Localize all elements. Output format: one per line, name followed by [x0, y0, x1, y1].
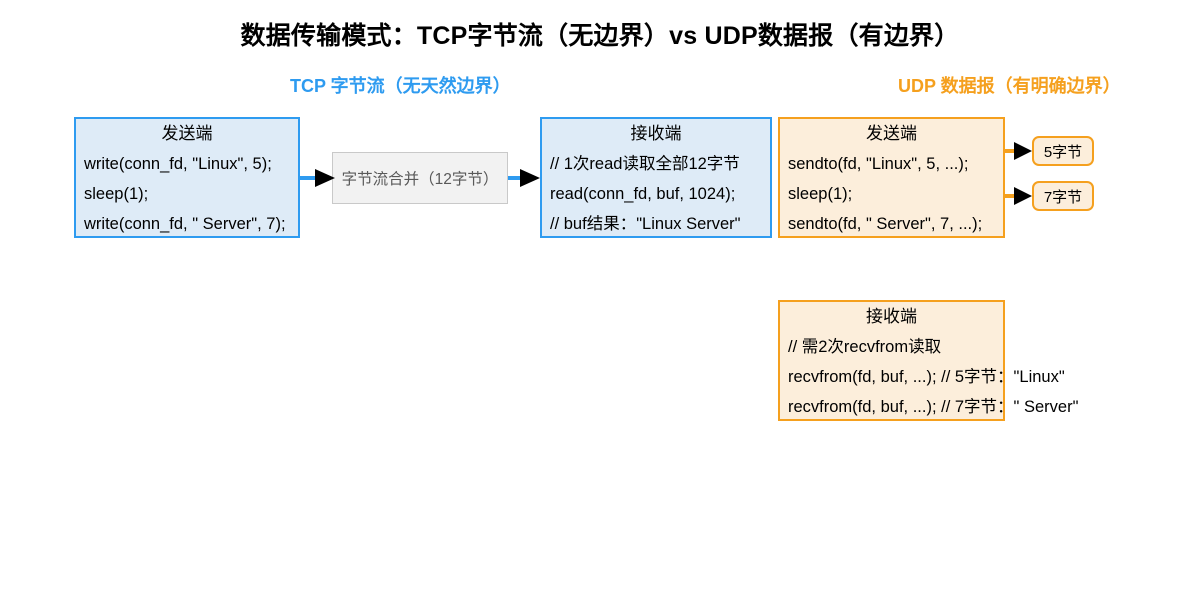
udp-receiver-line-3: recvfrom(fd, buf, ...); // 7字节：" Server"	[788, 398, 1079, 416]
udp-sender-line-2: sleep(1);	[788, 185, 853, 203]
tcp-sender-line-2: sleep(1);	[84, 185, 149, 203]
tcp-receiver-line-1: // 1次read读取全部12字节	[550, 155, 740, 173]
tcp-receiver-title: 接收端	[630, 124, 682, 143]
udp-datagram-5-bytes-label: 5字节	[1043, 143, 1083, 161]
tcp-sender-box: 发送端 write(conn_fd, "Linux", 5); sleep(1)…	[74, 117, 300, 238]
tcp-sender-line-3: write(conn_fd, " Server", 7);	[84, 215, 286, 233]
udp-sender-code: sendto(fd, "Linux", 5, ...); sleep(1); s…	[780, 149, 1003, 239]
tcp-sender-code: write(conn_fd, "Linux", 5); sleep(1); wr…	[76, 149, 298, 239]
arrow-udp-sender-to-datagram-2	[1005, 187, 1032, 205]
udp-receiver-line-1: // 需2次recvfrom读取	[788, 338, 942, 356]
udp-receiver-line-2: recvfrom(fd, buf, ...); // 5字节："Linux"	[788, 368, 1065, 386]
udp-sender-box: 发送端 sendto(fd, "Linux", 5, ...); sleep(1…	[778, 117, 1005, 238]
section-header-udp: UDP 数据报（有明确边界）	[898, 76, 1121, 96]
arrow-udp-sender-to-datagram-1	[1005, 142, 1032, 160]
arrow-merge-to-tcp-receiver	[508, 169, 540, 187]
arrow-tcp-sender-to-merge	[300, 169, 335, 187]
udp-sender-line-3: sendto(fd, " Server", 7, ...);	[788, 215, 983, 233]
udp-receiver-code: // 需2次recvfrom读取 recvfrom(fd, buf, ...);…	[780, 332, 1079, 422]
udp-receiver-box: 接收端 // 需2次recvfrom读取 recvfrom(fd, buf, .…	[778, 300, 1079, 422]
tcp-receiver-code: // 1次read读取全部12字节 read(conn_fd, buf, 102…	[542, 149, 770, 239]
byte-stream-merge-label: 字节流合并（12字节）	[341, 171, 499, 188]
udp-datagram-7-bytes: 7字节	[1032, 181, 1094, 211]
tcp-receiver-box: 接收端 // 1次read读取全部12字节 read(conn_fd, buf,…	[540, 117, 772, 238]
tcp-sender-title: 发送端	[161, 124, 213, 143]
udp-sender-title: 发送端	[866, 124, 917, 143]
page-title: 数据传输模式：TCP字节流（无边界）vs UDP数据报（有边界）	[240, 22, 960, 50]
udp-sender-line-1: sendto(fd, "Linux", 5, ...);	[788, 155, 969, 173]
udp-receiver-title: 接收端	[866, 307, 917, 326]
udp-datagram-7-bytes-label: 7字节	[1043, 188, 1083, 206]
udp-datagram-5-bytes: 5字节	[1032, 136, 1094, 166]
tcp-receiver-line-3: // buf结果："Linux Server"	[550, 215, 741, 233]
tcp-receiver-line-2: read(conn_fd, buf, 1024);	[550, 185, 736, 203]
byte-stream-merge-box: 字节流合并（12字节）	[332, 152, 508, 204]
section-header-tcp: TCP 字节流（无天然边界）	[290, 76, 511, 96]
tcp-sender-line-1: write(conn_fd, "Linux", 5);	[84, 155, 272, 173]
